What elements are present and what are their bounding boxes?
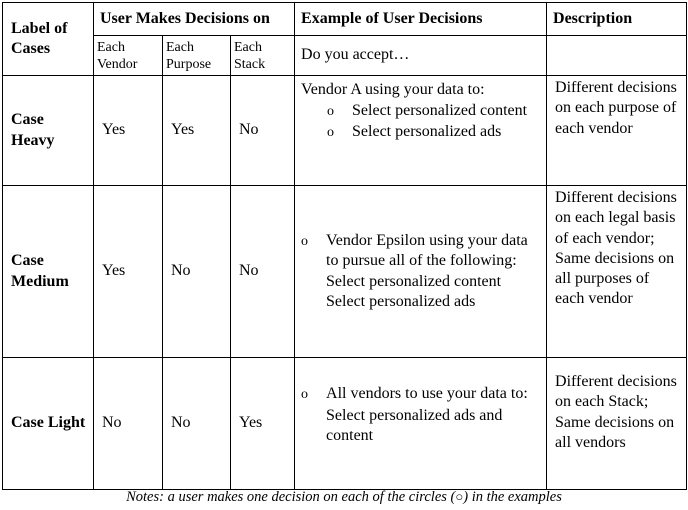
subheader-each-purpose: Each Purpose (162, 35, 231, 76)
circle-bullet-icon: o (327, 125, 335, 140)
description-cell: Different decisions on each legal basis … (546, 185, 688, 358)
example-line: Select personalized ads (326, 293, 476, 310)
example-bullet: o Select personalized ads (301, 122, 540, 144)
example-bullet-text: Select personalized ads (352, 123, 502, 140)
table-notes: Notes: a user makes one decision on each… (0, 489, 688, 506)
example-bullet: o Select personalized content (301, 101, 540, 123)
example-bullet-text: All vendors to use your data to: (326, 385, 528, 402)
example-bullet: o Vendor Epsilon using your data to purs… (301, 231, 540, 272)
circle-icon: ○ (455, 489, 464, 504)
description-cell: Different decisions on each purpose of e… (546, 75, 688, 186)
cell-each-stack: Yes (229, 357, 296, 490)
cell-each-purpose: No (162, 357, 231, 490)
circle-bullet-icon: o (301, 233, 309, 249)
example-line: Select personalized content (326, 272, 502, 290)
cell-each-vendor: No (93, 357, 163, 490)
cell-each-stack: No (229, 185, 296, 358)
description-cell: Different decisions on each Stack; Same … (546, 357, 688, 490)
cell-each-purpose: Yes (162, 75, 231, 186)
case-label: Case Medium (2, 185, 94, 358)
subheader-do-you-accept: Do you accept… (294, 35, 548, 76)
example-bullet-text: Select personalized content (352, 101, 528, 119)
table-row: Case Light No No Yes o All vendors to us… (2, 357, 688, 490)
case-label: Case Light (2, 357, 94, 490)
notes-text-after: ) in the examples (463, 489, 562, 505)
cell-each-vendor: Yes (93, 75, 163, 186)
example-bullet: o All vendors to use your data to: (301, 384, 540, 406)
example-bullet-text: Vendor Epsilon using your data to pursue… (326, 231, 528, 270)
header-description: Description (546, 2, 688, 36)
header-example-of-user-decisions: Example of User Decisions (294, 2, 548, 36)
cell-each-stack: No (229, 75, 296, 186)
circle-bullet-icon: o (301, 387, 309, 402)
cell-each-purpose: No (162, 185, 231, 358)
cases-table: Label of Cases User Makes Decisions on E… (2, 2, 688, 490)
example-cell: Vendor A using your data to: o Select pe… (294, 75, 548, 186)
cell-each-vendor: Yes (93, 185, 163, 358)
example-cell: o All vendors to use your data to: Selec… (294, 357, 548, 490)
example-intro: Vendor A using your data to: (301, 81, 485, 98)
subheader-each-vendor: Each Vendor (93, 35, 163, 76)
header-user-makes-decisions: User Makes Decisions on (92, 2, 296, 36)
notes-text-before: Notes: a user makes one decision on each… (126, 489, 456, 505)
table-row: Case Medium Yes No No o Vendor Epsilon u… (2, 185, 688, 358)
subheader-each-stack: Each Stack (229, 35, 296, 76)
table-row: Case Heavy Yes Yes No Vendor A using you… (2, 75, 688, 186)
subheader-description-empty (546, 35, 688, 76)
header-label-of-cases: Label of Cases (2, 2, 94, 76)
circle-bullet-icon: o (327, 103, 335, 119)
example-cell: o Vendor Epsilon using your data to purs… (294, 185, 548, 358)
case-label: Case Heavy (2, 75, 94, 186)
example-line: Select personalized ads and content (326, 406, 503, 445)
